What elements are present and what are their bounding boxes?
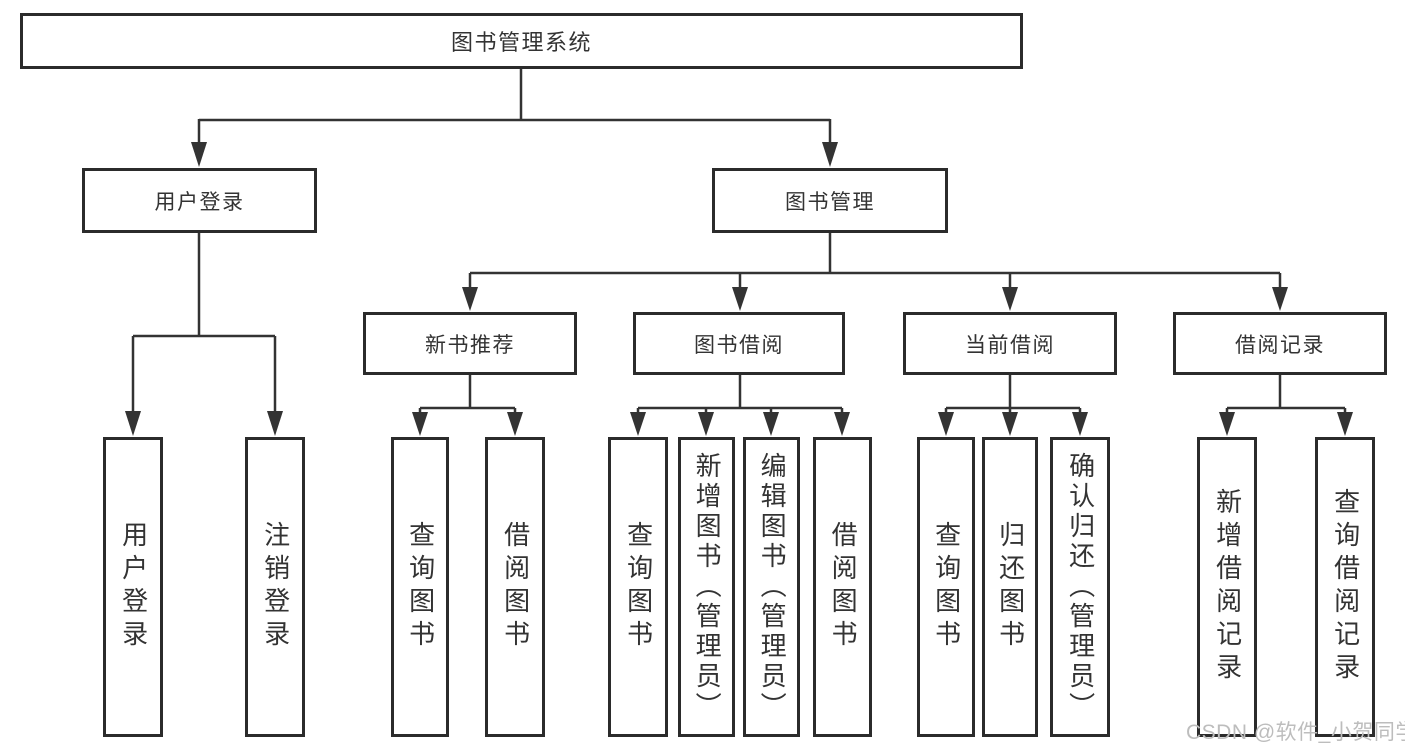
- node-label: 用户登录: [118, 521, 149, 653]
- node-new-book-recommendation: 新书推荐: [363, 312, 577, 375]
- leaf-confirm-return-admin: 确认归还（管理员）: [1050, 437, 1110, 737]
- node-label: 用户登录: [154, 190, 245, 214]
- node-label: 注销登录: [260, 521, 291, 653]
- node-book-borrowing: 图书借阅: [633, 312, 845, 375]
- leaf-return-books: 归还图书: [982, 437, 1038, 737]
- leaf-borrow-books-recommend: 借阅图书: [485, 437, 545, 737]
- connector-current-borrow-children: [938, 375, 1088, 436]
- leaf-user-login: 用户登录: [103, 437, 163, 737]
- node-label: 借阅图书: [500, 521, 531, 653]
- node-label: 借阅记录: [1235, 333, 1325, 357]
- csdn-watermark: CSDN @软件_小贺同学: [1186, 721, 1405, 744]
- leaf-query-books-recommend: 查询图书: [391, 437, 449, 737]
- node-label: 确认归还（管理员）: [1065, 452, 1096, 722]
- connector-root-to-level2: [191, 69, 838, 167]
- node-book-management: 图书管理: [712, 168, 948, 233]
- node-label: 新增借阅记录: [1212, 488, 1243, 686]
- leaf-add-borrow-record: 新增借阅记录: [1197, 437, 1257, 737]
- node-label: 借阅图书: [828, 521, 859, 653]
- node-label: 编辑图书（管理员）: [757, 452, 788, 722]
- node-label: 图书管理系统: [450, 30, 592, 55]
- leaf-borrow-books: 借阅图书: [813, 437, 872, 737]
- node-label: 图书管理: [785, 190, 875, 214]
- connector-new-book-children: [412, 375, 523, 436]
- connector-borrow-record-children: [1219, 375, 1353, 436]
- node-borrowing-records: 借阅记录: [1173, 312, 1387, 375]
- node-current-borrowing: 当前借阅: [903, 312, 1117, 375]
- node-label: 当前借阅: [965, 333, 1055, 357]
- node-user-login: 用户登录: [82, 168, 317, 233]
- node-label: 查询图书: [405, 521, 436, 653]
- leaf-query-borrow-record: 查询借阅记录: [1315, 437, 1375, 737]
- leaf-query-books-current: 查询图书: [917, 437, 975, 737]
- node-label: 图书借阅: [694, 333, 784, 357]
- node-label: 查询图书: [623, 521, 654, 653]
- connector-book-management-children: [462, 233, 1288, 311]
- node-label: 归还图书: [995, 521, 1026, 653]
- node-label: 查询图书: [931, 521, 962, 653]
- node-label: 新书推荐: [425, 333, 515, 357]
- node-library-system: 图书管理系统: [20, 13, 1023, 69]
- connector-user-login-children: [125, 233, 283, 436]
- leaf-logout: 注销登录: [245, 437, 305, 737]
- connector-book-borrow-children: [630, 375, 850, 436]
- node-label: 新增图书（管理员）: [692, 452, 723, 722]
- leaf-edit-book-admin: 编辑图书（管理员）: [743, 437, 800, 737]
- leaf-add-book-admin: 新增图书（管理员）: [678, 437, 735, 737]
- node-label: 查询借阅记录: [1330, 488, 1361, 686]
- leaf-query-books-borrow: 查询图书: [608, 437, 668, 737]
